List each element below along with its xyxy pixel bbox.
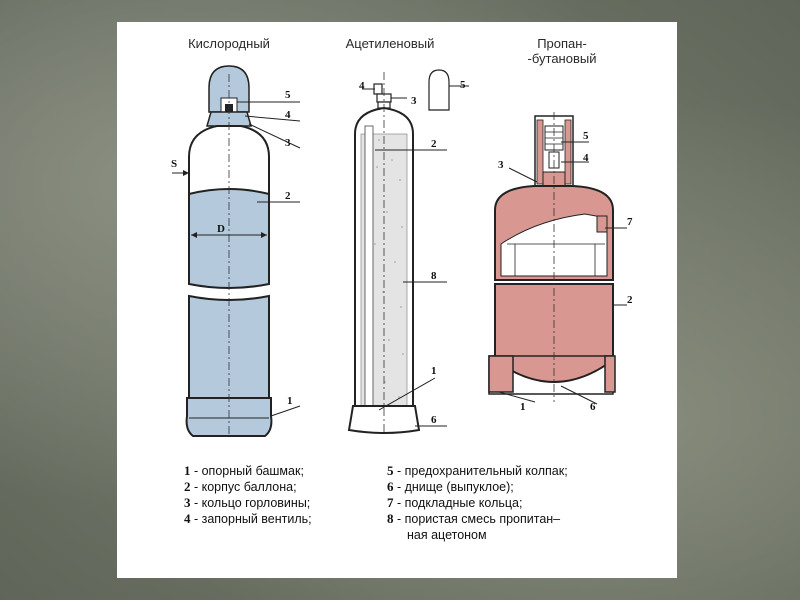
marker-4-acetylene: 4 (359, 80, 365, 92)
marker-5-oxygen: 5 (285, 89, 291, 101)
acetylene-cylinder (347, 69, 469, 434)
marker-2-propane: 2 (627, 294, 633, 306)
marker-3-oxygen: 3 (285, 137, 291, 149)
oxygen-cylinder (172, 65, 301, 437)
marker-8-acetylene: 8 (431, 270, 437, 282)
marker-2-oxygen: 2 (285, 190, 291, 202)
marker-1-oxygen: 1 (287, 395, 293, 407)
marker-2-acetylene: 2 (431, 138, 437, 150)
cylinders-diagram: 5 4 3 S 2 D 1 4 3 5 2 8 1 6 5 4 3 7 2 1 … (171, 65, 633, 437)
legend-item: 4 - запорный вентиль; (184, 511, 312, 526)
marker-s: S (171, 158, 177, 170)
marker-d: D (217, 223, 225, 235)
diagram-slide: Кислородный Ацетиленовый Пропан- -бутано… (117, 22, 677, 578)
title-propane-line2: -бутановый (527, 51, 597, 66)
marker-1-propane: 1 (520, 401, 526, 413)
legend-item: 2 - корпус баллона; (184, 479, 297, 494)
marker-5-acetylene: 5 (460, 79, 466, 91)
title-acetylene: Ацетиленовый (345, 36, 435, 51)
marker-1-acetylene: 1 (431, 365, 437, 377)
marker-4-propane: 4 (583, 152, 589, 164)
legend-item-continuation: ная ацетоном (407, 528, 487, 542)
legend-item: 7 - подкладные кольца; (387, 495, 523, 510)
marker-5-propane: 5 (583, 130, 589, 142)
marker-3-propane: 3 (498, 159, 504, 171)
legend-item: 5 - предохранительный колпак; (387, 463, 568, 478)
legend-item: 3 - кольцо горловины; (184, 495, 311, 510)
legend-item: 6 - днище (выпуклое); (387, 479, 514, 494)
title-propane-line1: Пропан- (537, 36, 587, 51)
marker-7-propane: 7 (627, 216, 633, 228)
marker-4-oxygen: 4 (285, 109, 291, 121)
marker-6-acetylene: 6 (431, 414, 437, 426)
title-oxygen: Кислородный (188, 36, 270, 51)
legend-item: 1 - опорный башмак; (184, 463, 304, 478)
legend-left: 1 - опорный башмак; 2 - корпус баллона; … (184, 463, 312, 527)
marker-6-propane: 6 (590, 401, 596, 413)
propane-butane-cylinder (488, 112, 627, 405)
legend-item: 8 - пористая смесь пропитан– (387, 511, 561, 526)
legend-right: 5 - предохранительный колпак; 6 - днище … (387, 463, 568, 543)
marker-3-acetylene: 3 (411, 95, 417, 107)
